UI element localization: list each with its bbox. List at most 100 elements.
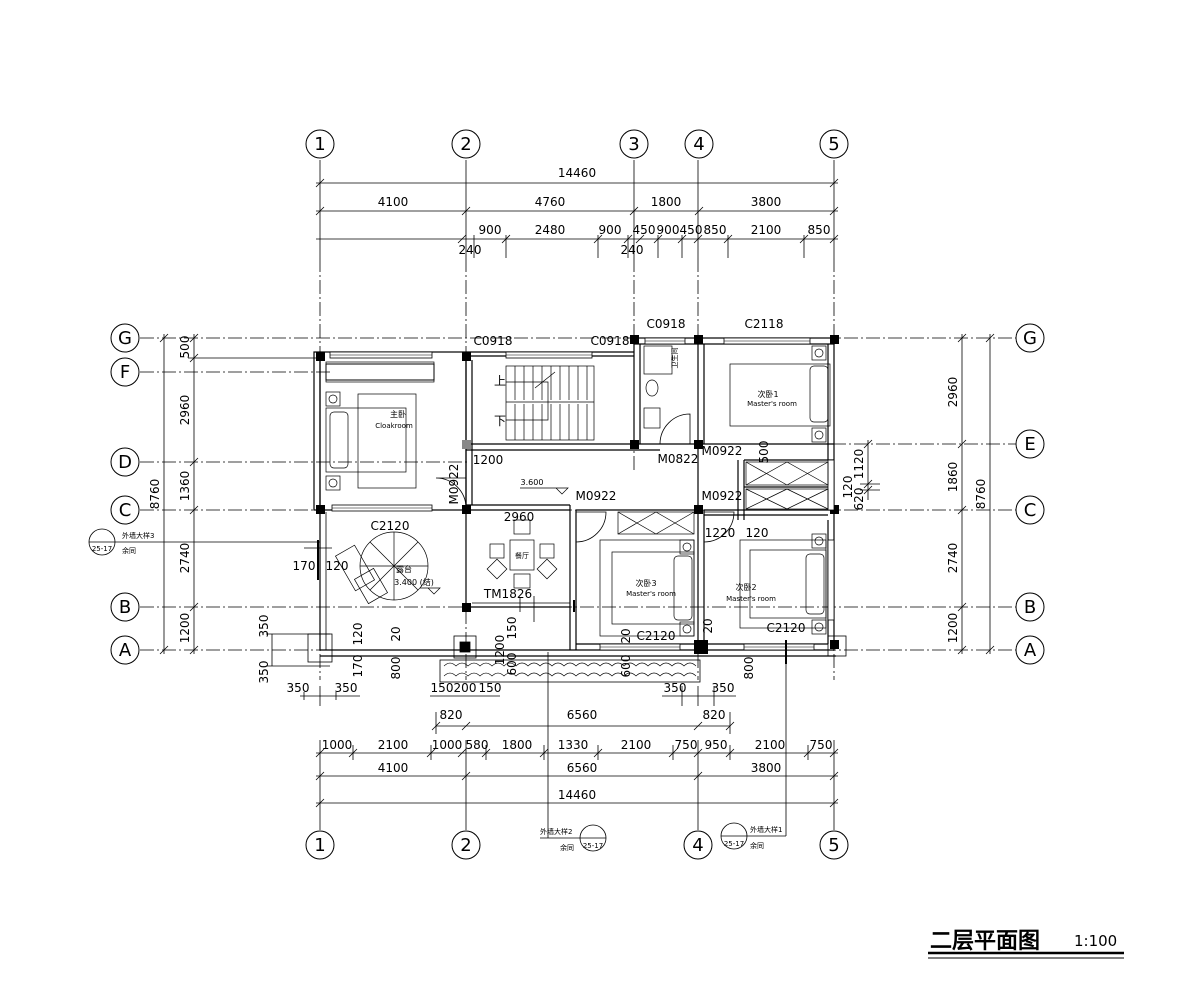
label-m0922-d: M0922 — [702, 489, 743, 503]
dim-bot-2100-a: 2100 — [378, 738, 409, 752]
dim-top-4760: 4760 — [535, 195, 566, 209]
dim-small-150-a: 150 — [431, 681, 454, 695]
inner-dim-600-b: 600 — [505, 653, 519, 676]
inner-dim-1200-b: 1200 — [493, 635, 507, 666]
grid-lines-bottom — [319, 160, 835, 830]
label-c2118: C2118 — [745, 317, 784, 331]
dim-top-240-a: 240 — [459, 243, 482, 257]
axis-c-right: C — [1024, 500, 1037, 521]
dim-top-900-a: 900 — [479, 223, 502, 237]
axis-2-bottom: 2 — [460, 835, 471, 856]
axis-g-right: G — [1023, 328, 1037, 349]
axis-3-top: 3 — [628, 134, 639, 155]
axis-g-left: G — [118, 328, 132, 349]
axis-b-left: B — [119, 597, 131, 618]
room-terrace-level: 3.400 (结) — [394, 577, 434, 587]
inner-dim-20-c: 20 — [701, 618, 715, 633]
furniture — [325, 345, 831, 637]
dim-right-1200: 1200 — [946, 613, 960, 644]
doors — [435, 413, 735, 622]
dim-left-1360: 1360 — [178, 471, 192, 502]
inner-dim-20-a: 20 — [389, 626, 403, 641]
room-second2-en: Master's room — [726, 595, 776, 603]
dim-top-450-b: 450 — [680, 223, 703, 237]
dim-bot-750-b: 750 — [810, 738, 833, 752]
detail1-sheet: 25-17 — [724, 840, 744, 848]
dim-bot-750-a: 750 — [675, 738, 698, 752]
dim-top-4100: 4100 — [378, 195, 409, 209]
axis-a-left: A — [119, 640, 132, 661]
dim-bot-1000-a: 1000 — [322, 738, 353, 752]
detail2-title: 外墙大样2 — [540, 827, 572, 836]
axis-2-top: 2 — [460, 134, 471, 155]
label-m0922-a: M0922 — [447, 464, 461, 505]
room-second1-en: Master's room — [747, 400, 797, 408]
axis-e-right: E — [1024, 434, 1035, 455]
bottom-dimension-lines — [300, 686, 839, 808]
inner-dim-800-a: 800 — [389, 657, 403, 680]
dim-bot-6560: 6560 — [567, 761, 598, 775]
railings — [304, 363, 847, 683]
axis-1-bottom: 1 — [314, 835, 325, 856]
dim-right-2740: 2740 — [946, 543, 960, 574]
dim-small-350-b: 350 — [335, 681, 358, 695]
detail1-note: 余同 — [750, 841, 764, 850]
axis-5-top: 5 — [828, 134, 839, 155]
grid-lines — [140, 258, 1016, 680]
inner-dim-120-a: 120 — [746, 526, 769, 540]
label-m0922-c: M0922 — [702, 444, 743, 458]
dim-bot-total: 14460 — [558, 788, 596, 802]
dim-right-1860: 1860 — [946, 462, 960, 493]
label-m0822: M0822 — [658, 452, 699, 466]
label-c0918-b: C0918 — [591, 334, 630, 348]
label-c0918-a: C0918 — [474, 334, 513, 348]
stairs — [505, 365, 595, 441]
axis-4-bottom: 4 — [692, 835, 703, 856]
left-dimension-lines — [159, 333, 320, 655]
axis-a-right: A — [1024, 640, 1037, 661]
stair-down-label: 下 — [494, 414, 506, 428]
dim-bot-1330: 1330 — [558, 738, 589, 752]
label-c0918-c: C0918 — [647, 317, 686, 331]
dim-top-850-a: 850 — [704, 223, 727, 237]
detail-callout-2 — [540, 652, 607, 852]
axis-1-top: 1 — [314, 134, 325, 155]
dim-mid-820-b: 820 — [703, 708, 726, 722]
axis-d-left: D — [118, 452, 132, 473]
room-bath-label: 卫生间 — [670, 348, 679, 369]
axis-c-left: C — [119, 500, 132, 521]
dim-top-2480: 2480 — [535, 223, 566, 237]
axis-bubbles-bottom — [305, 830, 849, 860]
dim-left-1200: 1200 — [178, 613, 192, 644]
label-tm1826: TM1826 — [483, 587, 532, 601]
dim-top-1800: 1800 — [651, 195, 682, 209]
room-terrace-cn: 露台 — [396, 564, 412, 574]
dim-right-2960: 2960 — [946, 377, 960, 408]
inner-dim-120-b: 120 — [326, 559, 349, 573]
axis-bubbles-right — [1015, 323, 1045, 665]
room-second3-cn: 次卧3 — [635, 578, 656, 588]
dim-top-total: 14460 — [558, 166, 596, 180]
axis-f-left: F — [120, 362, 130, 383]
detail-callout-1 — [720, 664, 787, 850]
inner-dim-150: 150 — [505, 617, 519, 640]
dim-bot-3800: 3800 — [751, 761, 782, 775]
dim-right-1120: 1120 — [852, 449, 866, 480]
dim-top-850-b: 850 — [808, 223, 831, 237]
label-c2120-b: C2120 — [637, 629, 676, 643]
right-dimension-lines — [860, 333, 995, 655]
room-dining-label: 餐厅 — [515, 551, 529, 560]
drawing-title: 二层平面图 — [930, 929, 1040, 954]
window-centerlines — [330, 340, 814, 648]
dim-bot-580: 580 — [466, 738, 489, 752]
detail2-sheet: 25-17 — [583, 842, 603, 850]
dim-right-620: 620 — [852, 488, 866, 511]
dim-small-350-c: 350 — [664, 681, 687, 695]
room-second1-cn: 次卧1 — [757, 389, 778, 399]
dim-right-120: 120 — [841, 476, 855, 499]
detail-callout-3 — [88, 528, 320, 556]
inner-dim-170-b: 170 — [351, 655, 365, 678]
inner-dim-20-b: 20 — [619, 628, 633, 643]
room-master-cn: 主卧 — [390, 409, 406, 419]
